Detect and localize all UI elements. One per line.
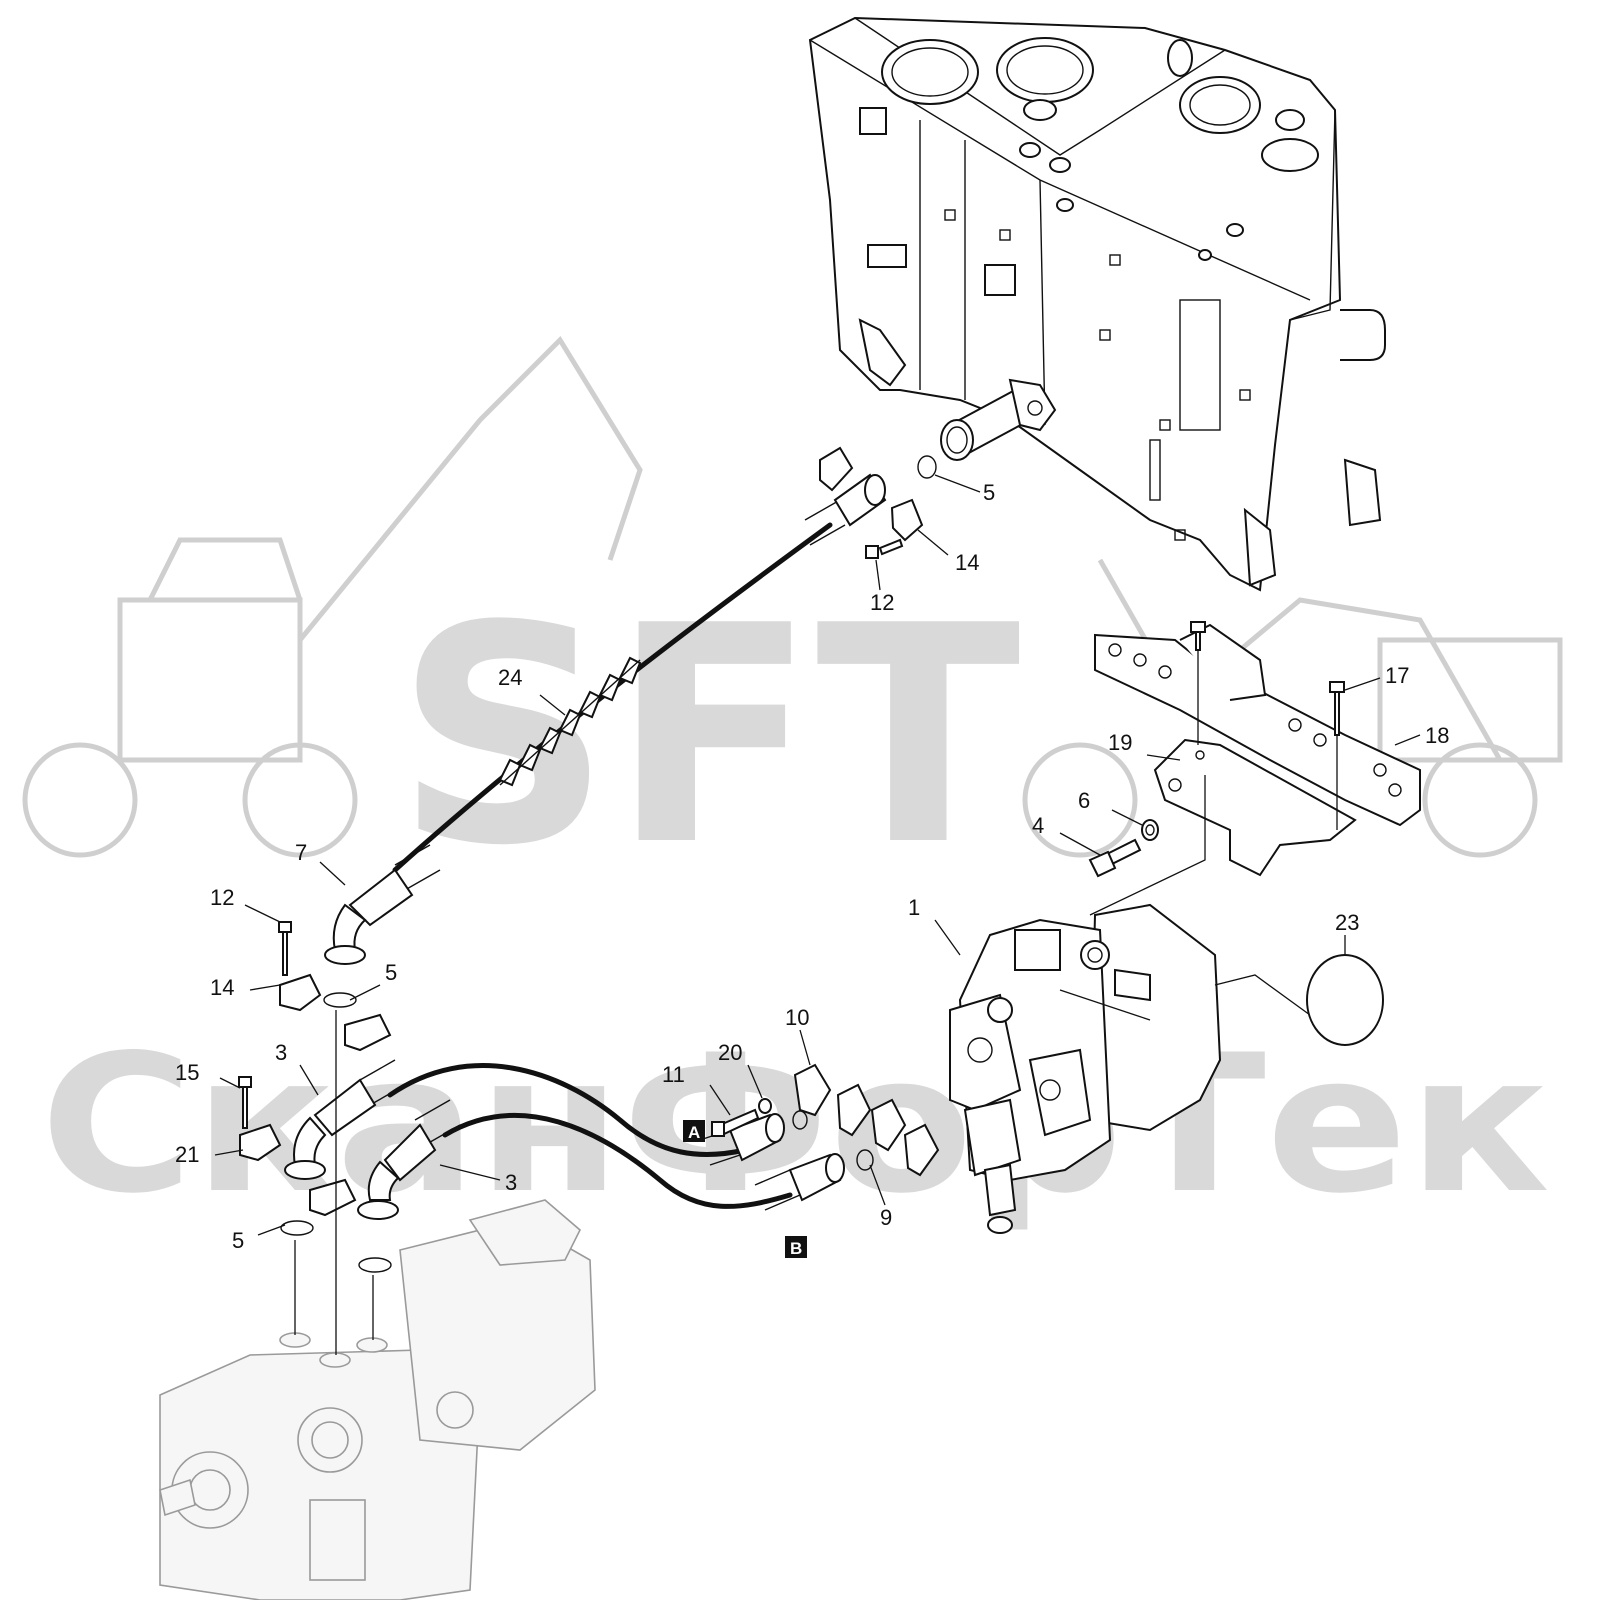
hose-assembly-upper [278,446,937,1052]
callout-3-right: 3 [505,1170,517,1195]
machine-frame [808,16,1386,592]
flange-half-pump-a [836,1083,872,1137]
port-marker-a-label: A [688,1123,700,1142]
flange-half-upper-b [890,498,924,542]
bolt-15 [242,1084,248,1129]
port-marker-b [785,1236,807,1258]
flange-half-pump-c [903,1123,940,1177]
callout-4: 4 [1032,813,1044,838]
callout-14-top: 14 [955,550,979,575]
callout-10: 10 [785,1005,809,1030]
callout-15: 15 [175,1060,199,1085]
watermark: SFT СканФорТек [22,335,1563,1235]
callout-11: 11 [662,1062,685,1087]
callout-24: 24 [498,665,522,690]
port-marker-a [683,1120,705,1142]
o-ring-a-side [792,1110,808,1130]
callout-7: 7 [295,840,307,865]
callout-23: 23 [1335,910,1359,935]
flange-half-right-left [344,1013,392,1052]
callout-18: 18 [1425,723,1449,748]
callout-20: 20 [718,1040,742,1065]
lower-pump-unit [159,1010,596,1600]
callout-9: 9 [880,1205,892,1230]
callout-5-upper-left: 5 [385,960,397,985]
flange-half-upper-a [819,446,854,492]
callout-6: 6 [1078,788,1090,813]
flange-half-lower-mid [309,1178,357,1217]
flange-half-pump-b [870,1098,907,1152]
spiral-hose-guard [498,656,642,787]
hydraulic-pump [949,903,1311,1234]
o-ring-upper [917,455,937,479]
callout-12-left: 12 [210,885,234,910]
callout-17: 17 [1385,663,1409,688]
frame-outlet-pipe [940,378,1057,461]
o-ring-5-upper-left [323,992,357,1008]
leader-lines [214,474,1421,1236]
watermark-machine-outline [22,335,1563,858]
callout-5-top: 5 [983,480,995,505]
flange-half-21 [239,1123,282,1162]
bolt-upper [878,538,904,556]
o-ring-5-lower-a [280,1220,314,1236]
hose-a [387,1063,748,1157]
callout-1: 1 [908,895,920,920]
hose-3-fitting-b [383,1123,437,1182]
flange-half-10 [793,1063,832,1117]
washer-6 [1141,819,1159,841]
watermark-brand: SFT [395,562,1022,911]
bolt-12-left [282,929,288,976]
callout-labels: 5 14 12 24 7 12 14 5 3 15 21 3 5 11 20 1… [175,480,1449,1253]
hose-b [442,1112,793,1209]
callout-12-top: 12 [870,590,894,615]
hose-assembly-lower: A B [238,1059,940,1273]
callout-21: 21 [175,1142,199,1167]
hose-3-fitting-a [313,1078,377,1137]
bolt-17 [1334,689,1340,736]
callout-5-lower: 5 [232,1228,244,1253]
port-marker-b-label: B [790,1239,802,1258]
bracket-19 [1153,738,1357,877]
flange-half-14 [279,973,322,1012]
o-ring-9 [856,1149,874,1171]
mounting-bracket [1088,621,1421,916]
washer-20 [758,1098,772,1114]
callout-14-left: 14 [210,975,234,1000]
callout-3-left: 3 [275,1040,287,1065]
gasket-23 [1306,954,1384,1046]
callout-19: 19 [1108,730,1132,755]
watermark-company: СканФорТек [40,1014,1550,1235]
o-ring-5-lower-b [358,1257,392,1273]
